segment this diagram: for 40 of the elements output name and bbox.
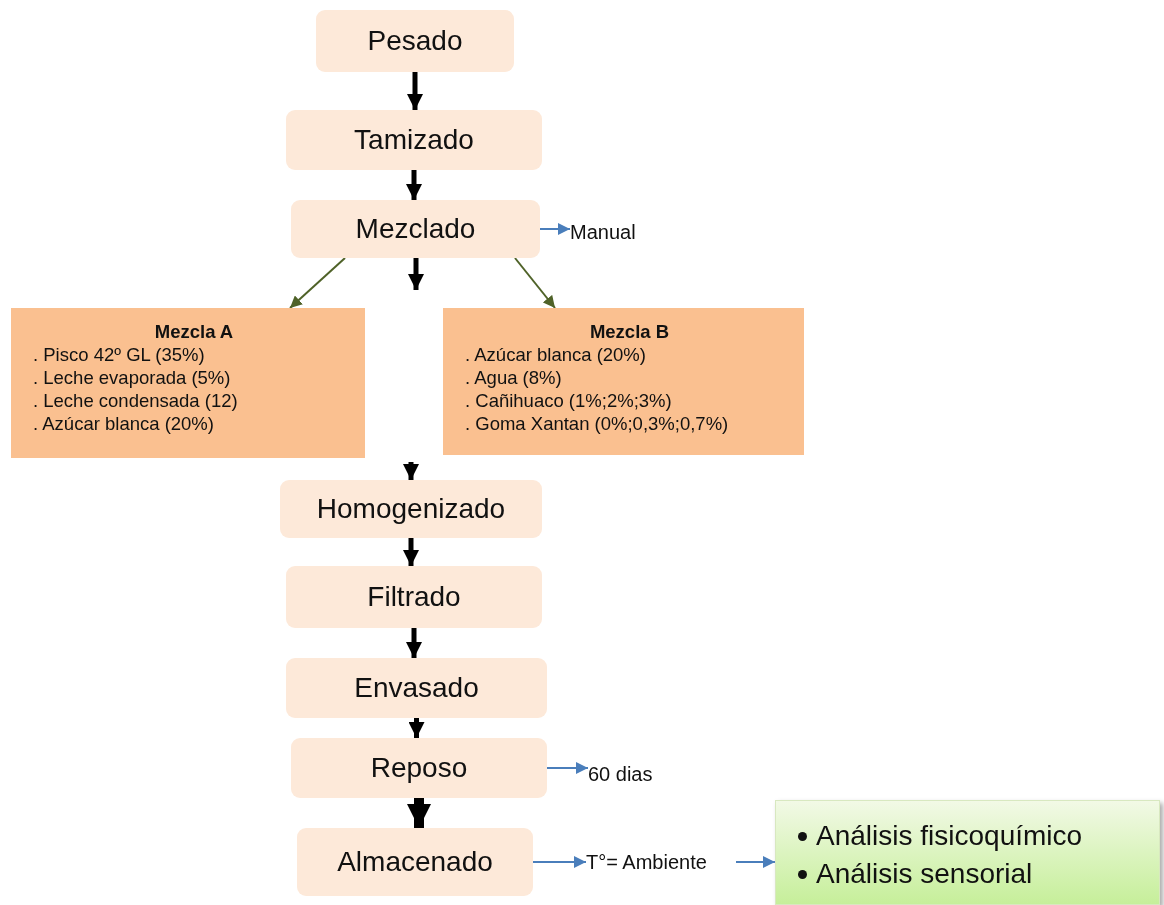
arrow [532,856,587,868]
process-box: Homogenizado [280,480,542,538]
ingredient-line: . Cañihuaco (1%;2%;3%) [465,389,673,412]
arrow [403,538,419,566]
bullet-item: Análisis sensorial [796,855,1159,893]
arrow [289,257,346,309]
ingredient-box [443,308,804,455]
process-box: Mezclado [291,200,540,258]
process-box: Almacenado [297,828,533,896]
arrow [408,718,425,738]
bullet-item: Análisis fisicoquímico [796,817,1159,855]
process-box: Pesado [316,10,514,72]
ingredient-line: . Leche evaporada (5%) [33,366,232,389]
arrow [539,223,571,235]
note-text: 60 dias [588,760,678,788]
arrow [514,257,556,309]
box-heading: Mezcla B [588,320,671,343]
arrow [546,762,589,774]
ingredient-line: . Goma Xantan (0%;0,3%;0,7%) [465,412,730,435]
process-box: Reposo [291,738,547,798]
ingredient-line: . Agua (8%) [465,366,563,389]
process-box: Envasado [286,658,547,718]
ingredient-line: . Leche condensada (12) [33,389,239,412]
process-box: Filtrado [286,566,542,628]
arrow [408,258,424,290]
process-box: Tamizado [286,110,542,170]
arrow [407,798,431,828]
arrow [406,628,422,658]
ingredient-box [11,308,365,458]
arrow [403,462,419,480]
analysis-box [775,800,1160,905]
arrow [406,170,422,200]
ingredient-line: . Azúcar blanca (20%) [33,412,215,435]
arrow [735,856,776,868]
box-heading: Mezcla A [153,320,235,343]
arrow [407,72,423,110]
note-text: Manual [570,218,660,246]
note-text: T°= Ambiente [586,848,736,876]
ingredient-line: . Pisco 42º GL (35%) [33,343,206,366]
ingredient-line: . Azúcar blanca (20%) [465,343,647,366]
